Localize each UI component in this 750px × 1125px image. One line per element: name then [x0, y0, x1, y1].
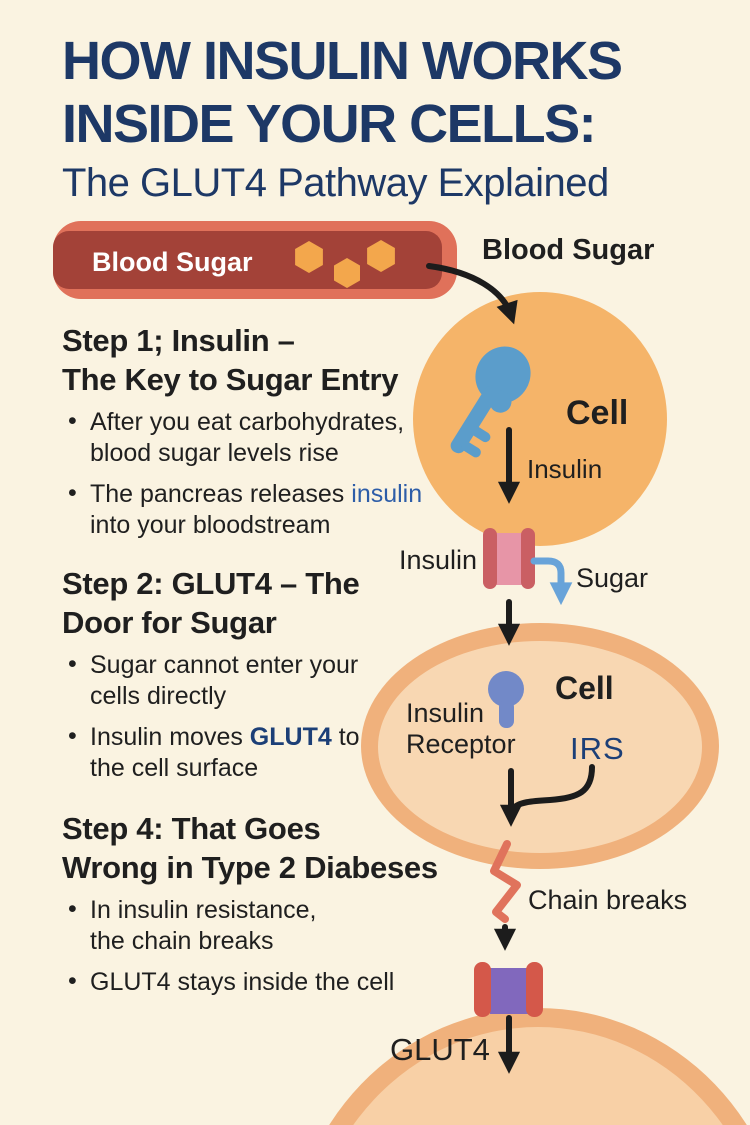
bullet-text: into your bloodstream: [90, 510, 331, 539]
bullet-highlight: insulin: [351, 479, 423, 508]
bullet-text: Sugar cannot enter your cells directly: [90, 650, 359, 710]
insulin-key-label: Insulin: [527, 454, 603, 484]
bullet-text: The pancreas releases: [90, 479, 352, 508]
step-4-bullet-2: GLUT4 stays inside the cell: [62, 966, 492, 998]
step-4-bullet-1: In insulin resistance, the chain breaks: [62, 894, 492, 957]
step-2-bullets: Sugar cannot enter your cells directly I…: [62, 649, 492, 784]
glut4-label: GLUT4: [390, 1032, 490, 1067]
step-2-section: Step 2: GLUT4 – The Door for Sugar Sugar…: [62, 564, 492, 794]
title-line-1: HOW INSULIN WORKS: [62, 31, 623, 91]
irs-label: IRS: [570, 731, 625, 766]
bullet-text: GLUT4 stays inside the cell: [90, 967, 395, 996]
step-4-section: Step 4: That Goes Wrong in Type 2 Diabes…: [62, 809, 492, 1008]
bullet-highlight: GLUT4: [249, 722, 332, 751]
blood-sugar-label: Blood Sugar: [482, 234, 655, 266]
step-1-bullet-2: The pancreas releases insulin into your …: [62, 478, 492, 541]
chain-breaks-label: Chain breaks: [528, 885, 688, 915]
chain-break-zigzag-icon: [490, 840, 521, 923]
vessel-blood-sugar-label: Blood Sugar: [92, 247, 253, 277]
step-1-bullet-1: After you eat carbohydrates, blood sugar…: [62, 406, 492, 469]
sugar-label: Sugar: [576, 563, 649, 593]
step-4-bullets: In insulin resistance, the chain breaks …: [62, 894, 492, 998]
irs-hook-arrow: [510, 764, 595, 812]
insulin-channel-label: Insulin: [399, 545, 478, 575]
step-2-bullet-2: Insulin moves GLUT4 to the cell surface: [62, 721, 492, 784]
step-2-heading: Step 2: GLUT4 – The Door for Sugar: [62, 566, 360, 641]
cell2-label: Cell: [555, 670, 614, 706]
insulin-receptor-icon: [488, 671, 524, 728]
cell1-label: Cell: [566, 394, 629, 432]
sugar-hexagon-icon: [295, 240, 395, 288]
step-1-heading: Step 1; Insulin – The Key to Sugar Entry: [62, 323, 399, 398]
sugar-blue-arrow: [530, 557, 573, 606]
step-4-heading: Step 4: That Goes Wrong in Type 2 Diabes…: [62, 811, 438, 886]
bullet-text: Insulin moves: [90, 722, 250, 751]
step-1-bullets: After you eat carbohydrates, blood sugar…: [62, 406, 492, 541]
step-2-bullet-1: Sugar cannot enter your cells directly: [62, 649, 492, 712]
insulin-receptor-channel-icon: [483, 528, 535, 589]
bullet-text: In insulin resistance, the chain breaks: [90, 895, 317, 955]
title-line-2: INSIDE YOUR CELLS:: [62, 94, 597, 155]
step-1-section: Step 1; Insulin – The Key to Sugar Entry…: [62, 321, 492, 551]
blood-sugar-arrow: [426, 263, 518, 325]
bullet-text: to the cell surface: [90, 722, 360, 782]
cell3-shape: [329, 1008, 747, 1125]
page-subtitle: The GLUT4 Pathway Explained: [62, 161, 609, 205]
bullet-text: After you eat carbohydrates, blood sugar…: [90, 407, 405, 467]
